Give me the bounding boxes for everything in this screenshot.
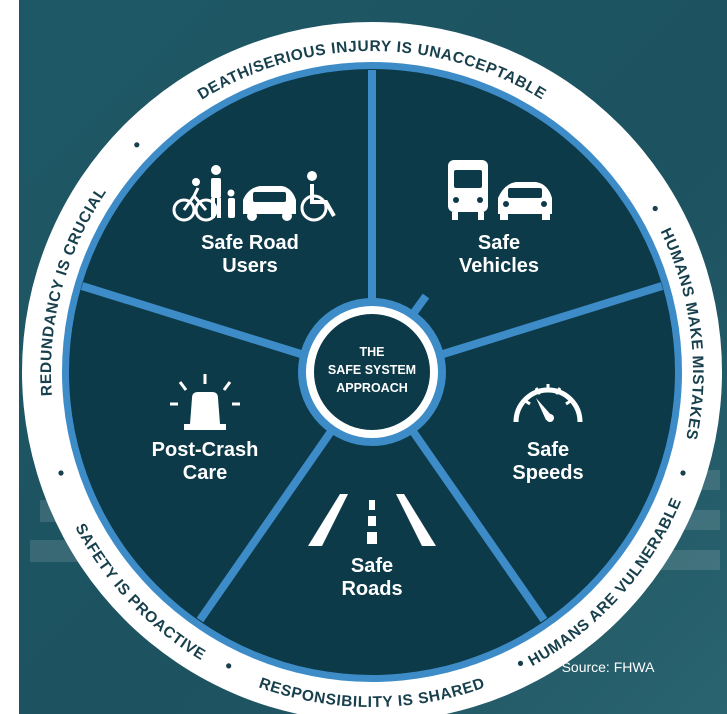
- center-title-line2: SAFE SYSTEM: [328, 363, 416, 377]
- ring-separator-dot: [58, 470, 64, 476]
- segment-label-vehicles-line2: Vehicles: [459, 255, 539, 277]
- segment-label-speeds-line2: Speeds: [512, 462, 583, 484]
- road-users-icon: [172, 165, 336, 222]
- segment-label-speeds-line1: Safe: [527, 439, 569, 461]
- speedometer-icon: [513, 384, 583, 423]
- segment-label-road-users-line1: Safe Road: [201, 232, 299, 254]
- center-title-line1: THE: [360, 345, 385, 359]
- segment-label-roads-line1: Safe: [351, 555, 393, 577]
- segment-label-post-crash-line1: Post-Crash: [152, 439, 259, 461]
- center-hub: [314, 314, 430, 430]
- segment-safe-road-users: Safe Road Users: [172, 165, 336, 277]
- ring-separator-dot: [652, 205, 658, 212]
- segment-label-post-crash-line2: Care: [183, 462, 227, 484]
- left-margin: [0, 0, 19, 714]
- road-icon: [308, 494, 436, 546]
- segment-label-road-users-line2: Users: [222, 255, 278, 277]
- ring-separator-dot: [517, 660, 524, 667]
- segment-safe-roads: Safe Roads: [308, 494, 436, 600]
- ring-separator-dot: [134, 142, 140, 148]
- segment-label-roads-line2: Roads: [341, 578, 402, 600]
- segment-dividers: [80, 70, 664, 623]
- segment-safe-vehicles: Safe Vehicles: [448, 160, 552, 277]
- siren-light-icon: [170, 374, 240, 430]
- bus-car-icon: [448, 160, 552, 220]
- segment-label-vehicles-line1: Safe: [478, 232, 520, 254]
- segment-safe-speeds: Safe Speeds: [512, 384, 584, 484]
- center-hub-notch: [406, 293, 430, 321]
- ring-separator-dot: [226, 663, 232, 669]
- source-credit: Source: FHWA: [562, 659, 655, 675]
- ring-separator-dot: [680, 470, 686, 476]
- segment-post-crash-care: Post-Crash Care: [152, 374, 259, 484]
- center-title-line3: APPROACH: [336, 381, 408, 395]
